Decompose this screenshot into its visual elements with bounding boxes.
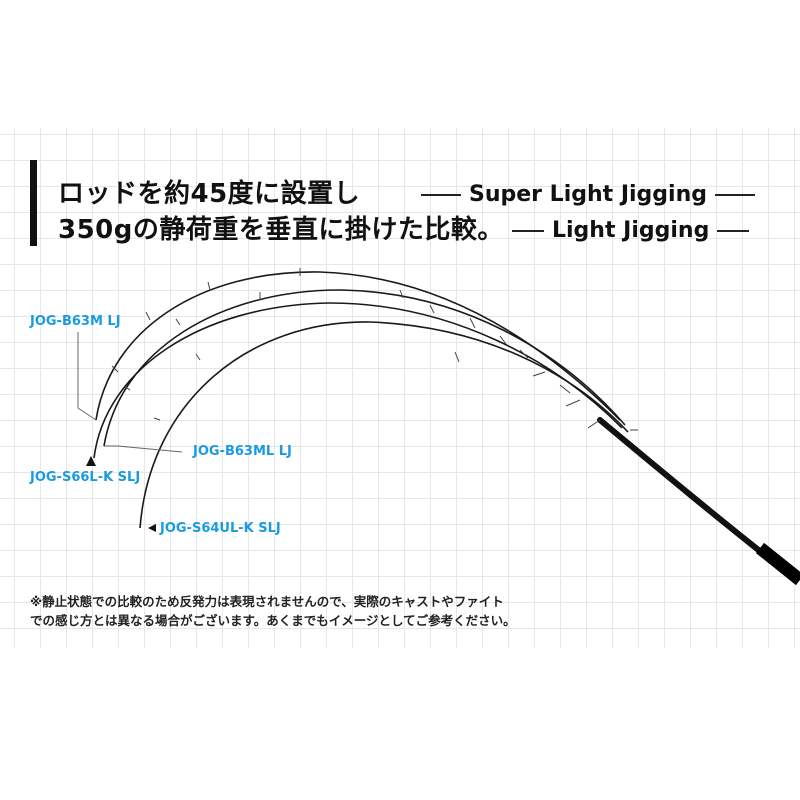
rod-guide (429, 304, 435, 314)
label-jog-s66l-k-slj: JOG-S66L-K SLJ (30, 470, 141, 485)
legend-light-label: Light Jigging (552, 218, 710, 243)
legend-dash-right (717, 229, 750, 232)
rod-guide (559, 384, 571, 394)
rod-guide (207, 281, 211, 291)
pointer-s66l (86, 456, 96, 466)
rod-guide (499, 335, 507, 345)
rod-guide (519, 349, 529, 359)
legend-dash-right (715, 193, 756, 196)
rod-guide (469, 317, 476, 329)
headline-line-2: 350gの静荷重を垂直に掛けた比較。 (58, 215, 504, 245)
headline-accent-bar (30, 160, 37, 246)
headline-line-1: ロッドを約45度に設置し (58, 179, 361, 209)
rod-guide (565, 399, 581, 407)
rod-curve-s64ul (139, 321, 629, 529)
rod-guide (532, 371, 546, 377)
background-grid (0, 128, 800, 648)
label-leader-lines (77, 332, 183, 453)
pointer-s64ul (148, 524, 156, 532)
disclaimer-line-2: での感じ方とは異なる場合がございます。あくまでもイメージとしてご参考ください。 (30, 613, 516, 628)
rod-curve-s66l (93, 302, 623, 459)
label-jog-b63ml-lj: JOG-B63ML LJ (193, 444, 292, 459)
legend-super-light-label: Super Light Jigging (469, 182, 708, 207)
disclaimer-note: ※静止状態での比較のため反発力は表現されませんので、実際のキャストやファイト で… (30, 592, 516, 630)
rod-guide (123, 385, 131, 391)
label-jog-s64ul-k-slj: JOG-S64UL-K SLJ (160, 521, 281, 536)
legend-light-jigging: Light Jigging (512, 218, 750, 243)
rod-guides (111, 268, 638, 431)
rod-curve-b63m (95, 271, 621, 421)
rod-guide (587, 419, 601, 429)
rod-curve-b63ml (103, 289, 626, 447)
rod-guide (399, 289, 404, 299)
label-jog-b63m-lj: JOG-B63M LJ (30, 314, 121, 329)
leader-b63m (77, 332, 97, 421)
legend-dash-left (512, 229, 544, 232)
legend-dash-left (421, 193, 461, 196)
rod-butt-grip (755, 542, 800, 586)
rod-guide (153, 417, 161, 421)
disclaimer-line-1: ※静止状態での比較のため反発力は表現されませんので、実際のキャストやファイト (30, 594, 504, 609)
legend-super-light-jigging: Super Light Jigging (421, 182, 756, 207)
headline: ロッドを約45度に設置し 350gの静荷重を垂直に掛けた比較。 (58, 176, 504, 248)
rod-guide (175, 318, 181, 326)
leader-b63ml (104, 445, 183, 453)
rod-guide (111, 365, 119, 373)
rod-guide (454, 351, 460, 363)
rod-guide (195, 353, 201, 361)
rod-guide (145, 311, 151, 321)
